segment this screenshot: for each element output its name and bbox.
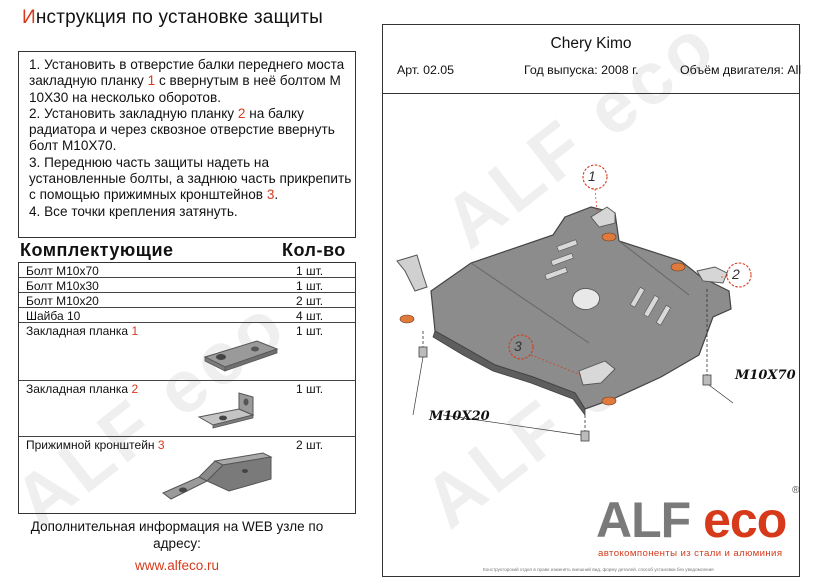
info-text: Дополнительная информация на WEB узле по… — [30, 519, 324, 551]
part-name: Закладная планка 2 — [26, 382, 139, 396]
table-row: Шайба 10 4 шт. — [19, 308, 355, 323]
car-model: Chery Kimo — [550, 35, 632, 52]
callout-2: 2 — [732, 266, 740, 282]
diagram-panel: Chery Kimo Арт. 02.05 Год выпуска: 2008 … — [382, 24, 802, 577]
additional-info: Дополнительная информация на WEB узле по… — [18, 518, 336, 574]
part-qty: 1 шт. — [296, 382, 324, 396]
part-name: Болт М10х20 — [26, 294, 99, 308]
clamp-bracket-3-illustration — [162, 452, 273, 500]
part-name: Болт М10х70 — [26, 264, 99, 278]
page-title: Инструкция по установке защиты — [22, 7, 323, 29]
divider — [383, 93, 799, 94]
brand-logo: ALF eco ® автокомпоненты из стали и алюм… — [596, 485, 799, 563]
part-name: Прижимной кронштейн 3 — [26, 438, 165, 452]
registered-mark: ® — [792, 485, 800, 496]
table-row: Закладная планка 1 1 шт. — [19, 323, 355, 381]
website-link[interactable]: www.alfeco.ru — [134, 558, 220, 573]
article-number: Арт. 02.05 — [397, 63, 455, 77]
table-row: Болт М10х70 1 шт. — [19, 263, 355, 278]
instruction-step-3: 3. Переднюю часть защиты надеть на устан… — [29, 154, 352, 203]
parts-table: Болт М10х70 1 шт. Болт М10х30 1 шт. Болт… — [18, 262, 356, 514]
table-row: Болт М10х20 2 шт. — [19, 293, 355, 308]
part-qty: 2 шт. — [296, 438, 324, 452]
copyright-note: Конструкторский отдел в праве изменять в… — [483, 567, 714, 572]
part-name: Шайба 10 — [26, 309, 81, 323]
instruction-step-4: 4. Все точки крепления затянуть. — [29, 203, 238, 219]
callout-3: 3 — [514, 338, 522, 354]
part-qty: 1 шт. — [296, 324, 324, 338]
logo-tagline: автокомпоненты из стали и алюминия — [598, 548, 783, 559]
quantity-heading: Кол-во — [282, 240, 346, 260]
table-row: Болт М10х30 1 шт. — [19, 278, 355, 293]
title-initial: И — [22, 7, 36, 28]
bolt-label-m10x20: M10X20 — [429, 409, 490, 424]
instructions-box: 1. Установить в отверстие балки переднег… — [18, 51, 356, 238]
part-qty: 1 шт. — [296, 279, 324, 293]
part-name: Болт М10х30 — [26, 279, 99, 293]
part-name: Закладная планка 1 — [26, 324, 139, 338]
skid-plate-diagram — [396, 164, 752, 442]
logo-wordmark: ALF eco — [596, 492, 787, 548]
mounting-plate-2-illustration — [197, 392, 255, 429]
mounting-plate-1-illustration — [203, 340, 279, 372]
kit-heading: Комплектующие — [20, 240, 174, 260]
table-row: Закладная планка 2 1 шт. — [19, 381, 355, 437]
callout-1: 1 — [588, 168, 596, 184]
part-qty: 1 шт. — [296, 264, 324, 278]
title-text: нструкция по установке защиты — [35, 7, 323, 28]
engine-volume: Объём двигателя: All — [680, 63, 802, 77]
part-qty: 4 шт. — [296, 309, 324, 323]
release-year: Год выпуска: 2008 г. — [524, 63, 639, 77]
part-qty: 2 шт. — [296, 294, 324, 308]
bolt-label-m10x70: M10X70 — [735, 368, 796, 383]
instruction-step-2: 2. Установить закладную планку 2 на балк… — [29, 105, 335, 154]
instruction-step-1: 1. Установить в отверстие балки переднег… — [29, 57, 345, 105]
table-row: Прижимной кронштейн 3 2 шт. — [19, 437, 355, 513]
